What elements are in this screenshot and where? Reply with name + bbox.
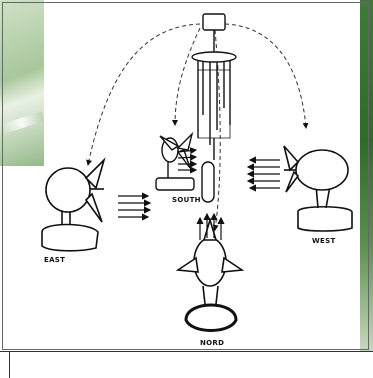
background-photo-right xyxy=(360,0,373,352)
fan-icon-south xyxy=(155,131,195,191)
divider-line xyxy=(0,351,373,352)
fan-icon-nord xyxy=(175,217,245,332)
label-west: WEST xyxy=(312,237,336,245)
wind-chime-icon xyxy=(191,13,237,203)
fan-icon-east xyxy=(41,157,106,252)
fan-icon-west xyxy=(283,145,353,232)
divider-tick xyxy=(9,352,10,378)
background-photo-left xyxy=(0,0,45,166)
label-east: EAST xyxy=(44,256,65,264)
arrows-nord xyxy=(196,212,225,240)
arrows-west xyxy=(246,156,280,192)
arrows-east xyxy=(118,192,152,221)
label-nord: NORD xyxy=(200,339,224,347)
image-frame xyxy=(2,2,369,350)
label-south: SOUTH xyxy=(172,196,201,204)
fan-wind-chime-diagram: SOUTH EAST xyxy=(41,13,353,347)
arrows-south-to-chime xyxy=(177,147,198,174)
